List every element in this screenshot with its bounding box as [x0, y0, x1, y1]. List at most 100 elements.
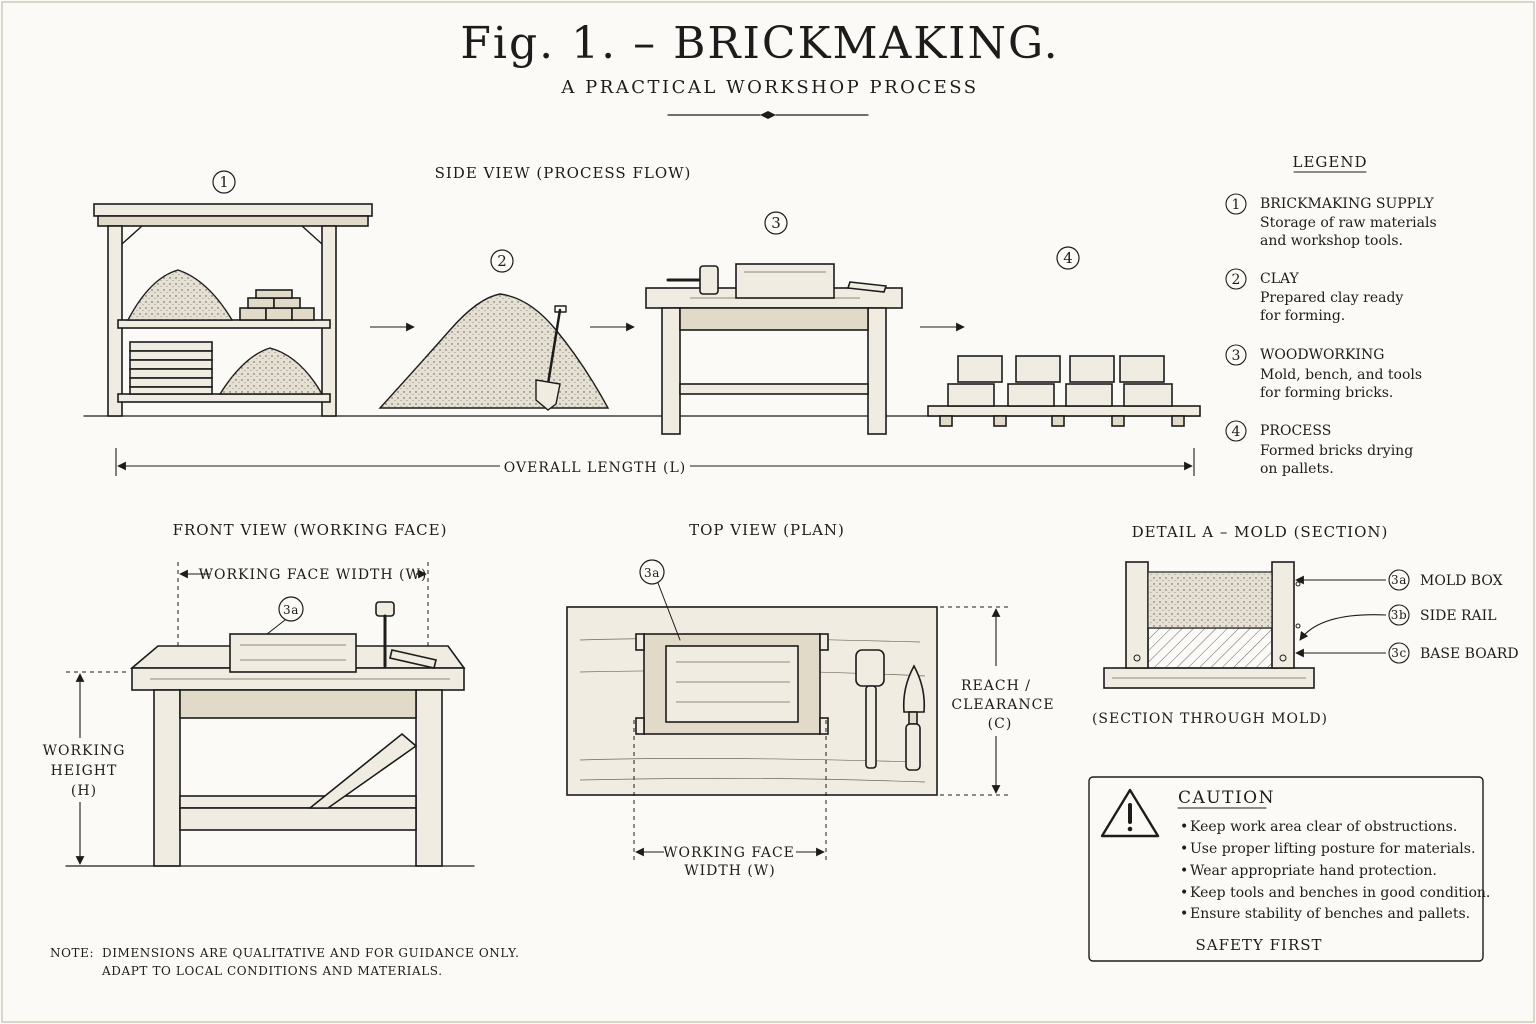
- stacked-bricks: [239, 289, 315, 321]
- detail-callout-3c: 3c BASE BOARD: [1295, 642, 1519, 664]
- station-1-marker: 1: [212, 170, 236, 194]
- caution-item-text: Keep work area clear of obstructions.: [1190, 819, 1457, 835]
- detail-caption: (SECTION THROUGH MOLD): [1092, 711, 1328, 727]
- plan-mallet-icon: [855, 649, 885, 769]
- svg-text:1: 1: [1232, 197, 1241, 213]
- svg-text:on pallets.: on pallets.: [1260, 461, 1334, 477]
- caution-box: CAUTION • Keep work area clear of obstru…: [1088, 776, 1490, 962]
- svg-text:3b: 3b: [1391, 608, 1408, 622]
- trowel-icon: [846, 281, 888, 293]
- caution-heading: CAUTION: [1178, 788, 1275, 808]
- legend-item-2: 2 CLAY Prepared clay ready for forming.: [1225, 268, 1403, 324]
- svg-text:Formed bricks drying: Formed bricks drying: [1260, 443, 1413, 459]
- svg-text:2: 2: [1232, 272, 1241, 288]
- overall-length-dimension: OVERALL LENGTH (L): [115, 448, 1195, 476]
- legend-heading: LEGEND: [1293, 153, 1368, 171]
- svg-text:1: 1: [219, 173, 229, 191]
- plan-trowel-icon: [902, 664, 926, 771]
- note-line-2: ADAPT TO LOCAL CONDITIONS AND MATERIALS.: [101, 964, 443, 978]
- caution-item-text: Keep tools and benches in good condition…: [1190, 885, 1490, 901]
- svg-text:WORKING: WORKING: [43, 743, 126, 759]
- svg-text:PROCESS: PROCESS: [1260, 423, 1331, 439]
- svg-text:WIDTH (W): WIDTH (W): [684, 863, 775, 879]
- caution-item-text: Use proper lifting posture for materials…: [1190, 841, 1475, 857]
- legend: LEGEND 1 BRICKMAKING SUPPLY Storage of r…: [1225, 153, 1437, 477]
- detail-callout-3b: 3b SIDE RAIL: [1299, 604, 1497, 641]
- svg-text:and workshop tools.: and workshop tools.: [1260, 233, 1403, 249]
- front-width-label: WORKING FACE WIDTH (W): [199, 567, 428, 583]
- stacked-boards: [129, 341, 213, 395]
- overall-length-label: OVERALL LENGTH (L): [504, 460, 686, 476]
- side-mold-box: [735, 263, 835, 299]
- side-workbench: [645, 263, 903, 435]
- svg-text:WOODWORKING: WOODWORKING: [1260, 347, 1384, 363]
- station-2-marker: 2: [490, 249, 514, 273]
- svg-text:HEIGHT: HEIGHT: [51, 763, 118, 779]
- svg-text:3a: 3a: [644, 566, 660, 580]
- svg-text:SIDE RAIL: SIDE RAIL: [1420, 608, 1497, 624]
- svg-text:MOLD BOX: MOLD BOX: [1420, 573, 1503, 589]
- clay-pile: [378, 293, 610, 411]
- svg-text:CLAY: CLAY: [1260, 271, 1300, 287]
- cross-brace: [307, 732, 418, 809]
- drying-pallet: [927, 355, 1201, 427]
- top-view-label: TOP VIEW (PLAN): [689, 521, 845, 539]
- supply-shelter: [93, 203, 373, 417]
- caution-item-text: Wear appropriate hand protection.: [1190, 863, 1437, 879]
- safety-footer: SAFETY FIRST: [1195, 936, 1322, 954]
- caution-item: •: [1180, 819, 1188, 835]
- svg-text:BASE BOARD: BASE BOARD: [1420, 646, 1519, 662]
- front-view-label: FRONT VIEW (WORKING FACE): [173, 521, 448, 539]
- detail-label: DETAIL A – MOLD (SECTION): [1132, 523, 1389, 541]
- svg-text:3: 3: [771, 214, 781, 232]
- svg-text:3a: 3a: [283, 603, 299, 617]
- svg-text:Storage of raw materials: Storage of raw materials: [1260, 215, 1437, 231]
- svg-text:3a: 3a: [1391, 573, 1407, 587]
- side-view-label: SIDE VIEW (PROCESS FLOW): [435, 164, 692, 182]
- caution-list: • Keep work area clear of obstructions. …: [1180, 819, 1490, 922]
- header: Fig. 1. – BRICKMAKING. A PRACTICAL WORKS…: [460, 18, 1058, 119]
- note-label: NOTE:: [50, 946, 94, 960]
- working-face-width-dimension: WORKING FACE WIDTH (W): [177, 562, 429, 650]
- front-mallet-icon: [375, 601, 437, 669]
- svg-text:2: 2: [497, 252, 507, 270]
- caution-item: •: [1180, 906, 1188, 922]
- svg-text:WORKING FACE: WORKING FACE: [663, 845, 795, 861]
- caution-item: •: [1180, 841, 1188, 857]
- svg-text:Prepared clay ready: Prepared clay ready: [1260, 290, 1403, 306]
- front-callout-3a: 3a: [261, 596, 304, 639]
- warning-icon: [1100, 788, 1160, 838]
- front-workbench: [129, 601, 466, 867]
- brick-stack: [947, 355, 1173, 407]
- front-mold-box: [229, 633, 357, 673]
- side-view: SIDE VIEW (PROCESS FLOW): [83, 164, 1201, 476]
- svg-text:for forming bricks.: for forming bricks.: [1260, 385, 1393, 401]
- legend-item-1: 1 BRICKMAKING SUPPLY Storage of raw mate…: [1225, 193, 1437, 249]
- legend-item-3: 3 WOODWORKING Mold, bench, and tools for…: [1225, 344, 1422, 401]
- note: NOTE: DIMENSIONS ARE QUALITATIVE AND FOR…: [50, 946, 520, 978]
- shovel-icon: [535, 305, 567, 411]
- detail-a: DETAIL A – MOLD (SECTION) 3a MOLD BOX 3b…: [1092, 523, 1519, 727]
- svg-text:3c: 3c: [1391, 646, 1407, 660]
- reach-clearance-dimension: REACH / CLEARANCE (C): [940, 606, 1054, 796]
- top-callout-3a: 3a: [639, 559, 681, 641]
- mold-section: [1103, 561, 1315, 689]
- caution-item-text: Ensure stability of benches and pallets.: [1190, 906, 1470, 922]
- caution-item: •: [1180, 885, 1188, 901]
- svg-text:(H): (H): [71, 783, 97, 799]
- svg-text:4: 4: [1232, 424, 1241, 440]
- plan-mold-frame: [635, 633, 829, 735]
- svg-text:4: 4: [1063, 249, 1073, 267]
- svg-text:3: 3: [1232, 348, 1241, 364]
- working-height-dimension: WORKING HEIGHT (H): [43, 671, 128, 865]
- mallet-icon: [666, 265, 719, 295]
- station-4-marker: 4: [1056, 246, 1080, 270]
- note-line-1: DIMENSIONS ARE QUALITATIVE AND FOR GUIDA…: [102, 946, 520, 960]
- legend-item-4: 4 PROCESS Formed bricks drying on pallet…: [1225, 420, 1413, 477]
- detail-callout-3a: 3a MOLD BOX: [1295, 569, 1503, 591]
- caution-item: •: [1180, 863, 1188, 879]
- svg-text:(C): (C): [988, 716, 1013, 732]
- svg-text:BRICKMAKING SUPPLY: BRICKMAKING SUPPLY: [1260, 196, 1434, 212]
- page-subtitle: A PRACTICAL WORKSHOP PROCESS: [560, 77, 978, 98]
